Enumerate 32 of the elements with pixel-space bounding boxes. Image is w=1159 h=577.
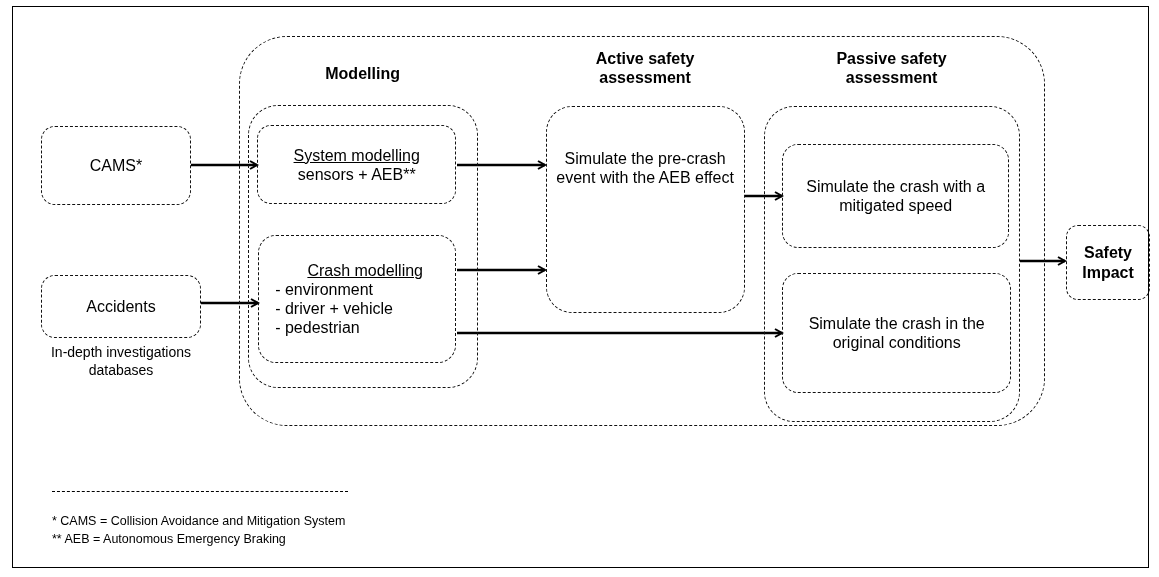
node-text: Accidents [86,296,156,317]
footnote: * CAMS = Collision Avoidance and Mitigation System [52,514,346,528]
arrow [745,191,783,201]
container-box [239,36,1045,426]
node-text: Simulate the crash in the original conditions [807,314,986,353]
column-heading: Active safety assessment [594,48,696,87]
node-text: Simulate the pre-crash event with the AEB effect [555,148,735,187]
process-box [782,144,1010,249]
arrow [1020,256,1066,266]
process-box [782,273,1012,394]
node-caption: In-depth investigations databases [49,343,193,380]
node-text: CAMS* [89,155,143,176]
node-title: System modelling [293,145,420,165]
arrow [457,328,783,338]
process-box [41,126,191,205]
node-text: Simulate the crash with a mitigated speed [805,177,987,216]
list-item: - environment [275,280,373,300]
list-item: - pedestrian [275,318,360,338]
node-text: sensors + AEB** [297,164,416,184]
arrow [457,160,546,170]
group-heading: Modelling [324,63,401,83]
node-text: Safety Impact [1081,243,1135,282]
list-item: - driver + vehicle [275,299,393,319]
arrow [457,265,546,275]
group-heading: Passive safety assessment [835,48,948,87]
process-box [257,125,457,205]
node-title: Crash modelling [307,260,423,280]
process-box [1066,225,1150,300]
arrow [201,298,259,308]
process-box [258,235,457,364]
footnote: ** AEB = Autonomous Emergency Braking [52,532,286,546]
arrow [191,160,258,170]
